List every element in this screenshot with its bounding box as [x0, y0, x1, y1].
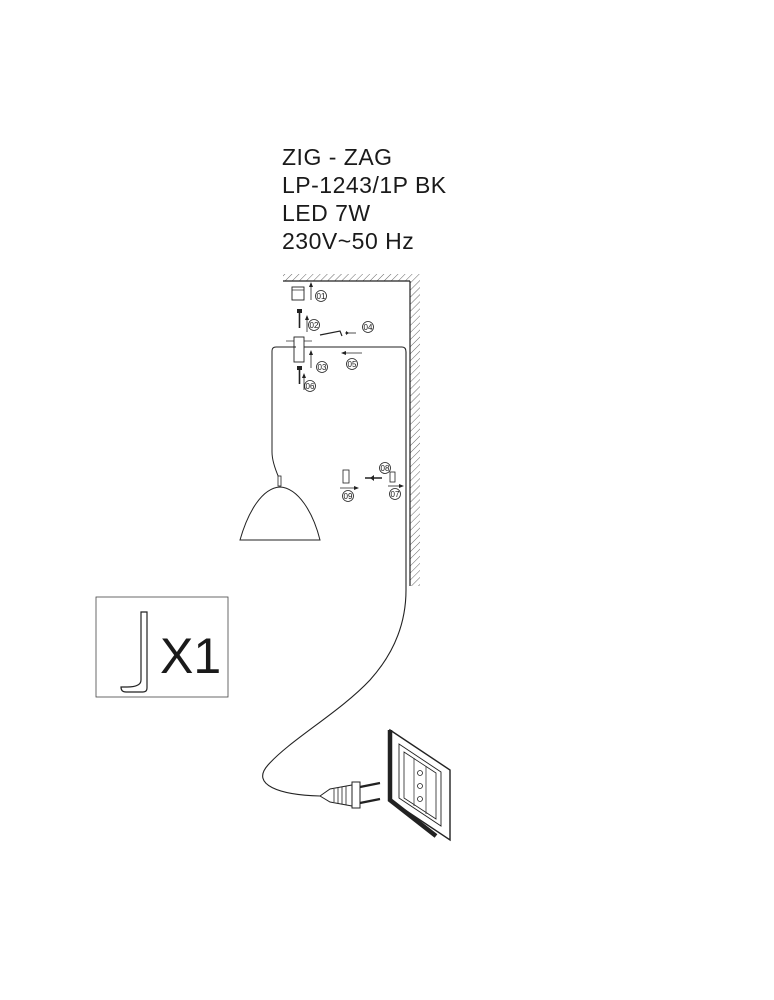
- hex-key-quantity: X1: [160, 628, 221, 684]
- part-04-cable-clip: 04: [319, 321, 374, 337]
- callout-06: 06: [306, 382, 315, 391]
- product-header: ZIG - ZAG LP-1243/1P BK LED 7W 230V~50 H…: [282, 143, 447, 255]
- callout-08: 08: [381, 464, 390, 473]
- product-name: ZIG - ZAG: [282, 144, 393, 170]
- part-07-arrow: 07: [388, 484, 404, 500]
- ceiling: [283, 274, 420, 282]
- product-voltage: 230V~50 Hz: [282, 228, 415, 254]
- wall: [409, 281, 420, 586]
- callout-09: 09: [344, 492, 353, 501]
- plug-icon: [319, 781, 381, 809]
- hex-key-icon: [120, 611, 148, 693]
- callout-02: 02: [310, 321, 319, 330]
- callout-04: 04: [364, 323, 373, 332]
- part-06-screw: 06: [297, 366, 316, 392]
- callout-03: 03: [318, 363, 327, 372]
- wall-socket-icon: [387, 728, 451, 842]
- part-03-ceiling-bracket: 03: [286, 336, 328, 373]
- hex-key-box: X1: [95, 596, 229, 698]
- callout-05: 05: [348, 360, 357, 369]
- part-02-screw: 02: [297, 309, 320, 332]
- product-power: LED 7W: [282, 200, 371, 226]
- pendant-shade-icon: [239, 475, 321, 541]
- power-cable: [262, 346, 407, 797]
- part-01-canopy-cap: 01: [291, 282, 327, 302]
- callout-07: 07: [391, 490, 400, 499]
- product-model: LP-1243/1P BK: [282, 172, 447, 198]
- pendant-cable: [271, 346, 296, 479]
- part-08-wall-screw: 08: [342, 462, 396, 484]
- part-09-arrow: 09: [340, 486, 359, 502]
- callout-01: 01: [317, 292, 326, 301]
- part-05-ceiling-arrow: 05: [341, 351, 362, 370]
